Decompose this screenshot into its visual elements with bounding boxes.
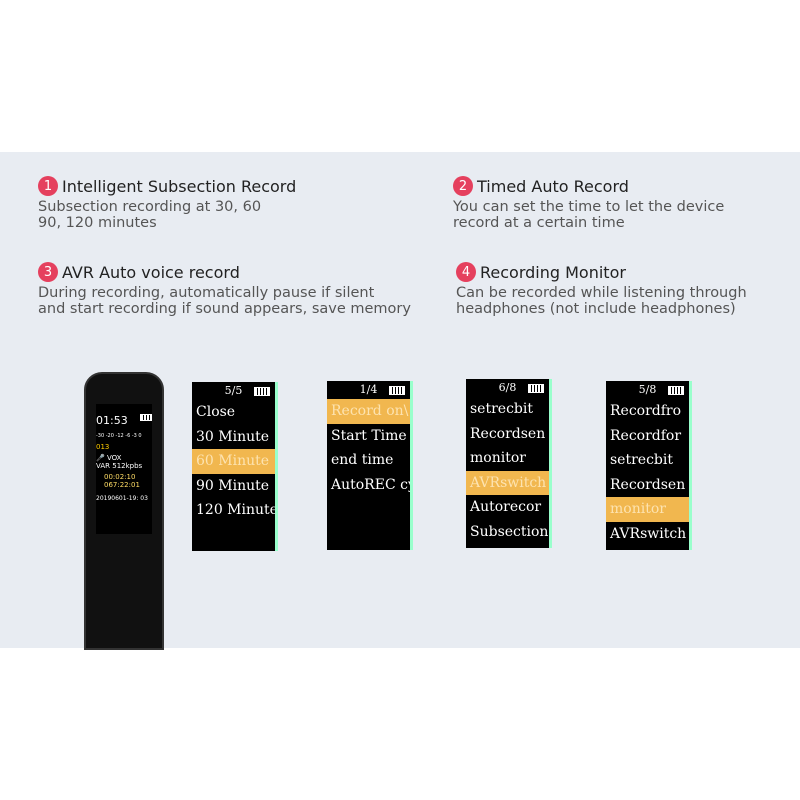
device-status: 01:53 — [96, 414, 152, 427]
menu-item[interactable]: Recordsen — [610, 476, 686, 493]
feature-desc: You can set the time to let the device r… — [453, 199, 725, 231]
menu-item[interactable]: Autorecor — [470, 499, 542, 515]
menu-item[interactable]: setrecbit — [610, 452, 673, 468]
file-name: 20190601-19: 03 — [96, 495, 148, 502]
remaining-time: 067:22:01 — [104, 481, 140, 489]
device-time: 01:53 — [96, 414, 128, 427]
menu-item[interactable]: AVRswitch — [466, 470, 549, 495]
page-indicator: 1/4 — [327, 381, 410, 399]
battery-icon — [389, 386, 405, 395]
bitrate: 512kpbs — [112, 462, 143, 470]
feature-desc: During recording, automatically pause if… — [38, 285, 411, 317]
menu-item[interactable]: 30 Minute — [196, 428, 270, 445]
vox-label: VOX — [106, 454, 122, 462]
battery-icon — [528, 384, 544, 393]
menu-item[interactable]: monitor — [606, 497, 689, 522]
menu-item[interactable]: 120 Minute — [196, 502, 278, 518]
feature-title: Intelligent Subsection Record — [62, 176, 297, 196]
badge: 1 — [38, 176, 58, 196]
file-number: 013 — [96, 443, 110, 451]
menu-item[interactable]: AutoREC cy — [331, 476, 413, 493]
menu-item[interactable]: Recordsen — [470, 425, 546, 442]
page-indicator: 5/8 — [606, 381, 689, 399]
menu-item[interactable]: Start Time — [331, 427, 407, 444]
menu-item[interactable]: Record on\ — [327, 399, 410, 424]
badge: 2 — [453, 176, 473, 196]
badge: 3 — [38, 262, 58, 282]
badge: 4 — [456, 262, 476, 282]
menu-item[interactable]: end time — [331, 452, 394, 468]
feature-title: AVR Auto voice record — [62, 262, 240, 282]
feature-title: Timed Auto Record — [477, 176, 629, 196]
menu-item[interactable]: Recordfor — [610, 427, 682, 444]
menu-item[interactable]: AVRswitch — [610, 525, 687, 542]
mic-icon: 🎤 — [96, 454, 107, 462]
menu-item[interactable]: Subsection — [470, 523, 549, 540]
page-indicator: 5/5 — [192, 382, 275, 400]
menu-item[interactable]: Close — [196, 404, 236, 420]
battery-icon — [254, 387, 270, 396]
feature-desc: Can be recorded while listening through … — [456, 285, 747, 317]
page-indicator: 6/8 — [466, 379, 549, 397]
feature-desc: Subsection recording at 30, 60 90, 120 m… — [38, 199, 262, 231]
bitrate-label: VAR — [96, 462, 110, 470]
battery-icon — [140, 414, 152, 421]
menu-item[interactable]: monitor — [470, 450, 526, 466]
device-screen: 01:53 -30 -20 -12 -6 -3 0 013 🎤 VOX VAR … — [96, 404, 152, 534]
voice-recorder-device: 01:53 -30 -20 -12 -6 -3 0 013 🎤 VOX VAR … — [84, 372, 164, 650]
feature-title: Recording Monitor — [480, 262, 626, 282]
menu-item[interactable]: 90 Minute — [196, 477, 270, 494]
menu-item[interactable]: setrecbit — [470, 401, 533, 417]
menu-item[interactable]: 60 Minute — [192, 449, 275, 474]
battery-icon — [668, 386, 684, 395]
level-scale: -30 -20 -12 -6 -3 0 — [96, 433, 142, 439]
menu-item[interactable]: Recordfro — [610, 403, 682, 419]
elapsed-time: 00:02:10 — [104, 473, 136, 481]
